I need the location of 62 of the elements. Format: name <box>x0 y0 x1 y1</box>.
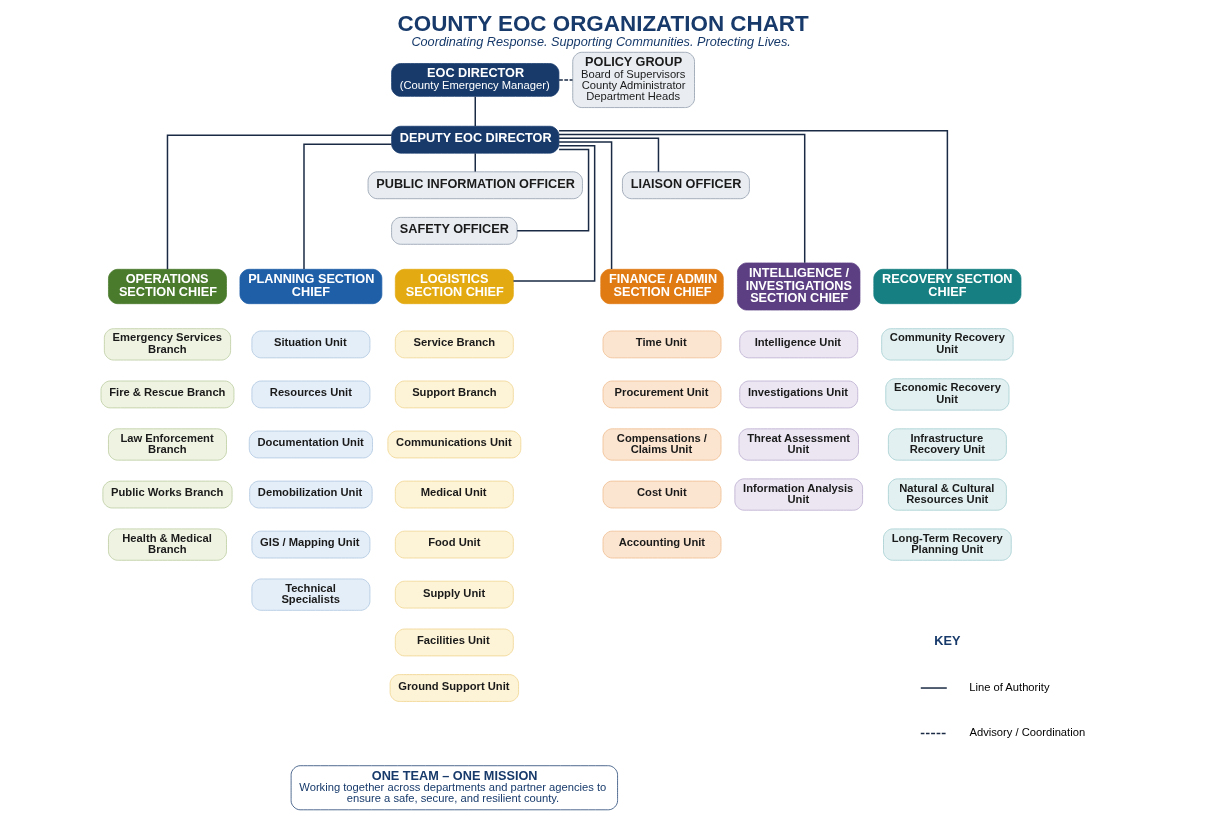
node-box: ONE TEAM – ONE MISSION Working together across departments and partner agencies to ensure a safe, secure, and resilient county. <box>290 765 618 811</box>
connector <box>515 148 589 232</box>
connector <box>512 144 595 282</box>
node-box: Natural & Cultural Resources Unit <box>887 478 1007 511</box>
legend-label: Line of Authority <box>968 680 1050 693</box>
node-box: Procurement Unit <box>602 380 721 409</box>
node-box: INTELLIGENCE / INVESTIGATIONS SECTION CHIEF <box>736 262 860 311</box>
node-box: Supply Unit <box>394 580 514 609</box>
node-box: Threat Assessment Unit <box>738 428 859 461</box>
node-box: Communications Unit <box>386 430 521 459</box>
node-box: RECOVERY SECTION CHIEF <box>872 268 1021 305</box>
node-box: Ground Support Unit <box>389 674 519 702</box>
node-box: Fire & Rescue Branch <box>100 380 234 409</box>
node-box: Infrastructure Recovery Unit <box>887 428 1007 461</box>
node-box: Economic Recovery Unit <box>884 378 1009 411</box>
node-box: Service Branch <box>394 330 514 359</box>
node-box: Emergency Services Branch <box>103 328 231 361</box>
node-box: Long-Term Recovery Planning Unit <box>882 528 1012 561</box>
connector <box>166 134 392 270</box>
node-box: LIAISON OFFICER <box>621 171 750 200</box>
connector <box>302 143 392 270</box>
node-box: Information Analysis Unit <box>733 478 863 511</box>
node-box: OPERATIONS SECTION CHIEF <box>107 268 227 305</box>
node-box: Cost Unit <box>602 480 721 509</box>
node-box: Community Recovery Unit <box>880 328 1013 361</box>
node-box: GIS / Mapping Unit <box>251 530 370 559</box>
node-box: Law Enforcement Branch <box>107 428 227 461</box>
node-box: Public Works Branch <box>102 480 232 509</box>
node-box: PLANNING SECTION CHIEF <box>239 268 382 305</box>
node-box: Time Unit <box>602 330 721 359</box>
label: KEY <box>933 633 960 648</box>
node-box: Resources Unit <box>251 380 370 409</box>
node-box: Medical Unit <box>394 480 514 509</box>
node-box: Documentation Unit <box>248 430 373 459</box>
node-box: Technical Specialists <box>251 578 370 611</box>
node-box: POLICY GROUP Board of Supervisors County Administrator Department Heads <box>571 51 695 108</box>
node-box: Food Unit <box>394 530 514 559</box>
node-box: FINANCE / ADMIN SECTION CHIEF <box>599 268 724 305</box>
node-box: SAFETY OFFICER <box>390 217 517 245</box>
caption: Coordinating Response. Supporting Communities. Protecting Lives. <box>410 35 791 50</box>
node-box: Investigations Unit <box>738 380 858 409</box>
node-box: PUBLIC INFORMATION OFFICER <box>367 171 583 200</box>
node-box: Intelligence Unit <box>738 330 858 359</box>
connector <box>557 130 948 270</box>
connector <box>474 152 476 173</box>
node-box: Situation Unit <box>251 330 370 359</box>
connector <box>557 137 659 173</box>
connector <box>557 133 805 264</box>
node-box: Health & Medical Branch <box>107 528 227 561</box>
legend-label: Advisory / Coordination <box>968 726 1085 739</box>
node-box: Facilities Unit <box>394 628 514 657</box>
node-box: Demobilization Unit <box>248 480 373 509</box>
node-box: Compensations / Claims Unit <box>602 428 721 461</box>
node-box: Support Branch <box>394 380 514 409</box>
node-box: EOC DIRECTOR (County Emergency Manager) <box>390 63 559 97</box>
connector <box>474 95 476 127</box>
node-box: DEPUTY EOC DIRECTOR <box>390 125 559 154</box>
diagram-title: COUNTY EOC ORGANIZATION CHART <box>397 11 809 37</box>
connector <box>557 79 573 81</box>
node-box: Accounting Unit <box>602 530 721 559</box>
node-box: LOGISTICS SECTION CHIEF <box>394 268 514 305</box>
connector <box>557 141 612 270</box>
